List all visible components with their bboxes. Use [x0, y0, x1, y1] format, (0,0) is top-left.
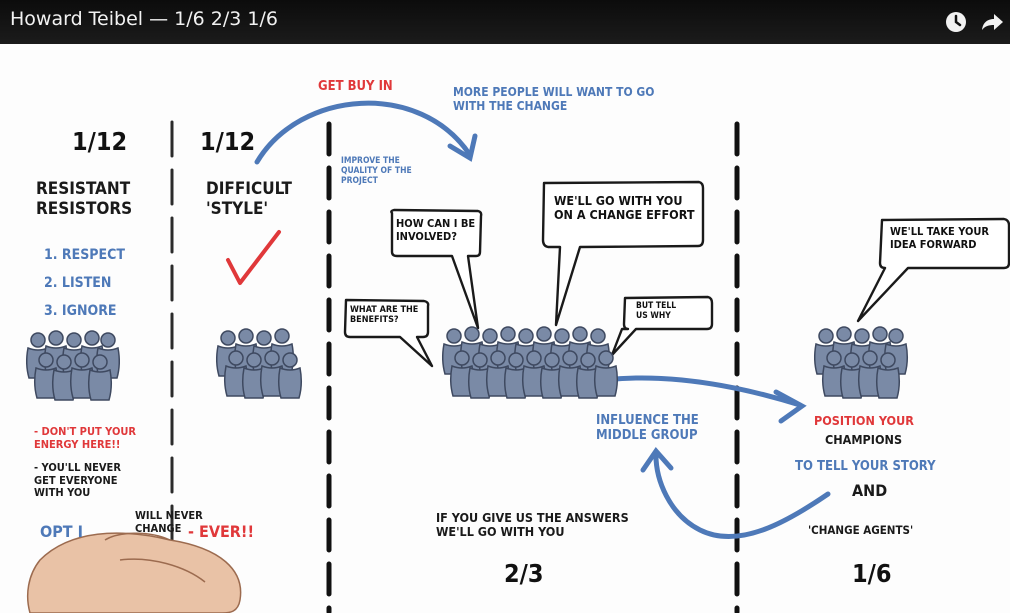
- step-ignore: 3. IGNORE: [44, 303, 117, 319]
- speech-bubble-benefits: [343, 298, 434, 368]
- fraction-difficult: 1/12: [200, 127, 256, 156]
- bubble-text-go-with: WE'LL GO WITH YOU ON A CHANGE EFFORT: [554, 193, 695, 223]
- video-title-bar: Howard Teibel — 1/6 2/3 1/6: [0, 0, 1010, 44]
- champions-text: CHAMPIONS: [825, 432, 903, 447]
- warning-line: ENERGY HERE!!: [34, 437, 121, 451]
- fraction-middle: 2/3: [504, 559, 544, 588]
- fraction-resistant: 1/12: [72, 127, 128, 156]
- resistant-heading-line: RESISTANT: [36, 179, 131, 199]
- difficult-heading: DIFFICULT 'STYLE': [206, 179, 292, 219]
- crowd-champions: [813, 326, 909, 399]
- resistant-heading: RESISTANT RESISTORS: [36, 179, 133, 219]
- arrow-return-middle: [640, 446, 831, 540]
- bubble-line: ON A CHANGE EFFORT: [554, 207, 695, 223]
- never-line: CHANGE: [135, 521, 182, 535]
- bubble-line: INVOLVED?: [396, 229, 458, 243]
- bubble-text-idea: WE'LL TAKE YOUR IDEA FORWARD: [890, 225, 990, 251]
- crowd-left: [25, 330, 121, 401]
- improve-quality-text: IMPROVE THE QUALITY OF THE PROJECT: [341, 156, 412, 186]
- more-people-line: MORE PEOPLE WILL WANT TO GO: [453, 85, 655, 99]
- fraction-right: 1/6: [852, 559, 892, 588]
- change-agents-text: 'CHANGE AGENTS': [808, 523, 914, 537]
- speech-bubble-tell-why: [610, 295, 714, 357]
- influence-line: INFLUENCE THE: [596, 413, 699, 428]
- get-buy-in: GET BUY IN: [318, 79, 393, 94]
- resistant-heading-line: RESISTORS: [36, 198, 133, 219]
- resistant-steps: 1. RESPECT 2. LISTEN 3. IGNORE: [44, 241, 125, 325]
- answers-text: IF YOU GIVE US THE ANSWERS WE'LL GO WITH…: [436, 510, 629, 540]
- crowd-difficult: [215, 328, 303, 399]
- bubble-line: BUT TELL: [636, 301, 677, 311]
- share-arrow-icon[interactable]: [979, 9, 1005, 35]
- answers-line: WE'LL GO WITH YOU: [436, 524, 565, 540]
- improve-line: PROJECT: [341, 175, 378, 186]
- improve-line: IMPROVE THE: [341, 156, 400, 166]
- speech-bubble-idea: [856, 217, 1010, 323]
- bubble-text-benefits: WHAT ARE THE BENEFITS?: [350, 305, 418, 326]
- hand-with-marker: [27, 532, 242, 613]
- video-title[interactable]: Howard Teibel — 1/6 2/3 1/6: [10, 8, 278, 30]
- ever-text: - EVER!!: [188, 522, 255, 541]
- step-listen: 2. LISTEN: [44, 275, 112, 291]
- bubble-line: WHAT ARE THE: [350, 305, 419, 315]
- tell-story-text: TO TELL YOUR STORY: [795, 459, 936, 474]
- opt-text: OPT I: [40, 522, 83, 541]
- bubble-line: BENEFITS?: [350, 315, 399, 326]
- speech-bubble-involved: [390, 208, 483, 330]
- crowd-middle: [441, 326, 619, 399]
- influence-middle-text: INFLUENCE THE MIDDLE GROUP: [596, 413, 699, 444]
- bubble-line: WE'LL GO WITH YOU: [554, 193, 683, 208]
- improve-line: QUALITY OF THE: [341, 165, 412, 176]
- never-line: WILL NEVER: [135, 509, 203, 522]
- bubble-line: US WHY: [636, 310, 671, 321]
- position-your-text: POSITION YOUR: [814, 413, 914, 428]
- more-people-text: MORE PEOPLE WILL WANT TO GO WITH THE CHA…: [453, 85, 655, 114]
- bubble-line: IDEA FORWARD: [890, 237, 977, 251]
- note-never-everyone: - YOU'LL NEVER GET EVERYONE WITH YOU: [34, 461, 121, 500]
- clock-icon[interactable]: [943, 9, 969, 35]
- note-line: WITH YOU: [34, 486, 91, 500]
- step-respect: 1. RESPECT: [44, 247, 125, 263]
- note-line: GET EVERYONE: [34, 473, 118, 487]
- bubble-text-involved: HOW CAN I BE INVOLVED?: [396, 217, 476, 243]
- note-line: - YOU'LL NEVER: [34, 461, 121, 474]
- more-people-line: WITH THE CHANGE: [453, 98, 568, 113]
- speech-bubble-go-with: [541, 180, 705, 327]
- warning-energy: - DON'T PUT YOUR ENERGY HERE!!: [34, 425, 137, 451]
- warning-line: - DON'T PUT YOUR: [34, 425, 137, 438]
- will-never-change: WILL NEVER CHANGE: [135, 509, 203, 535]
- answers-line: IF YOU GIVE US THE ANSWERS: [436, 510, 629, 525]
- bubble-line: WE'LL TAKE YOUR: [890, 225, 990, 238]
- check-mark-icon: [226, 230, 281, 285]
- difficult-heading-line: DIFFICULT: [206, 179, 292, 199]
- bubble-text-tell-why: BUT TELL US WHY: [636, 301, 677, 322]
- bubble-line: HOW CAN I BE: [396, 217, 476, 230]
- arrow-buy-in: [254, 100, 478, 165]
- difficult-heading-line: 'STYLE': [206, 198, 269, 219]
- and-text: AND: [852, 481, 888, 500]
- influence-line: MIDDLE GROUP: [596, 427, 698, 443]
